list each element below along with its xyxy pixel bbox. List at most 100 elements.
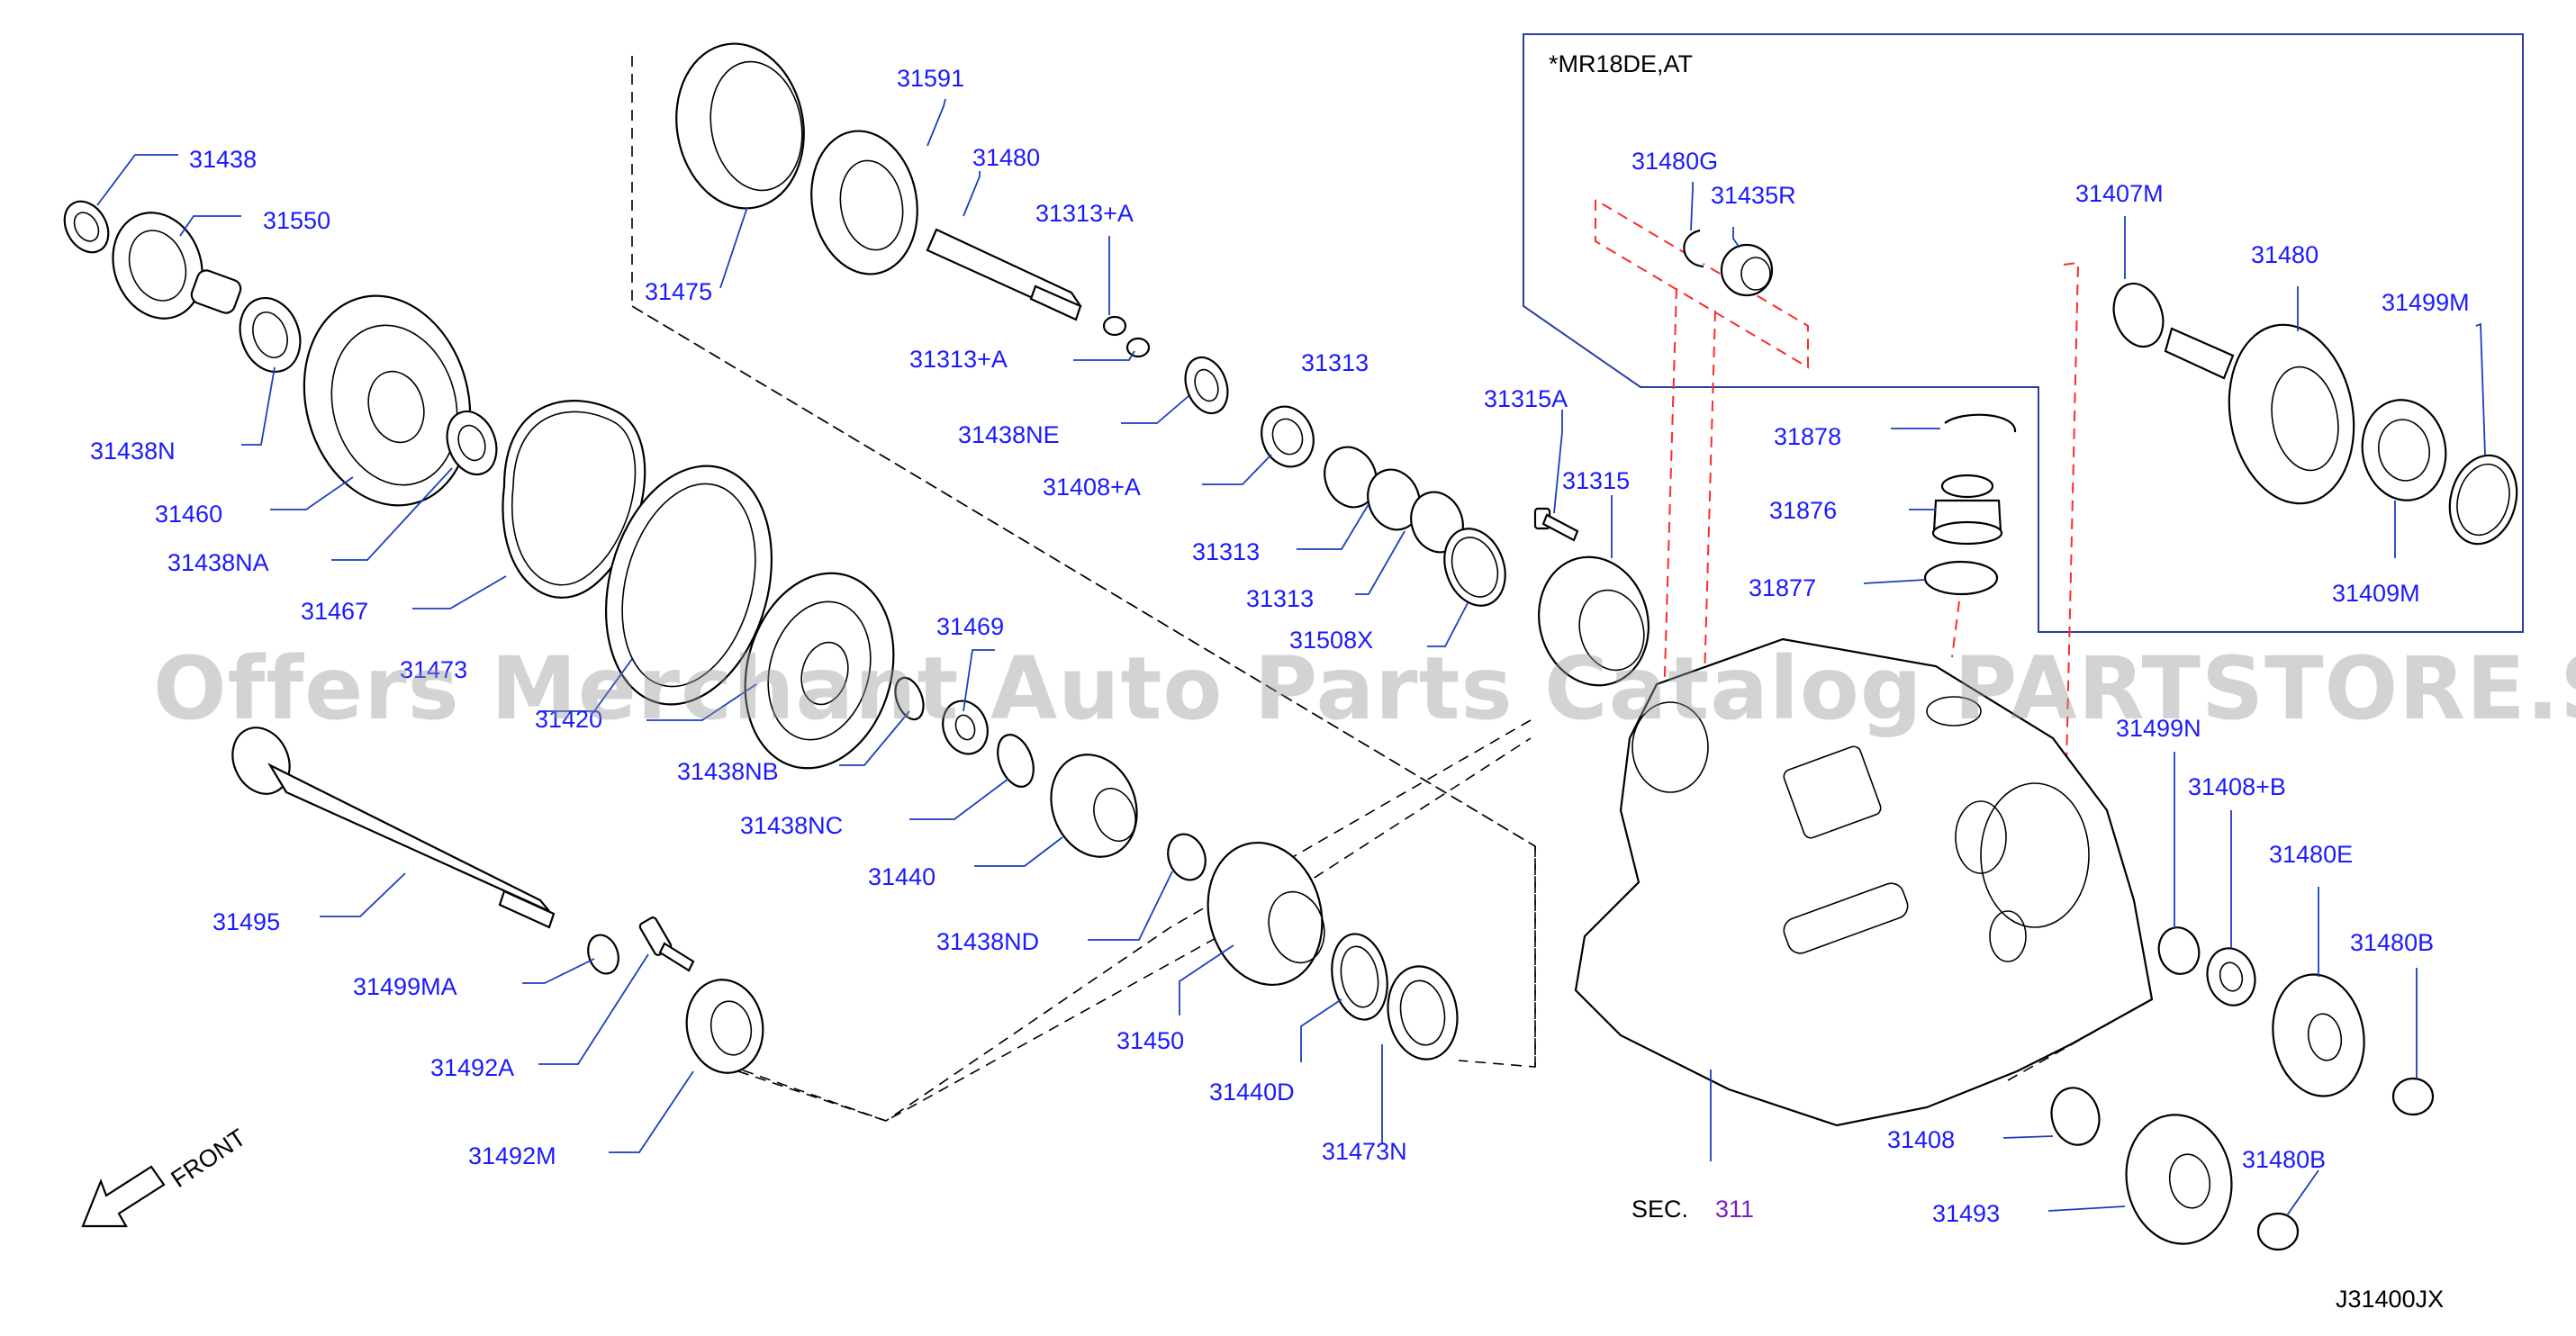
label-31438ND: 31438ND	[936, 928, 1039, 955]
part-31315-housing	[1538, 555, 1650, 687]
part-31440-gear	[1050, 754, 1138, 858]
part-31473-clutch-plate	[604, 465, 773, 706]
label-31475: 31475	[645, 278, 712, 305]
part-31315A-bolt	[1533, 507, 1579, 542]
part-31876-plug	[1931, 474, 2003, 546]
label-31492M: 31492M	[468, 1142, 556, 1169]
label-31438NA: 31438NA	[167, 549, 269, 576]
part-31440D-washer	[1331, 933, 1388, 1021]
label-31435R: 31435R	[1711, 182, 1796, 209]
label-31313A: 31313+A	[909, 346, 1008, 373]
part-31493-gear	[2125, 1114, 2233, 1245]
part-31480-gear-shaft	[2164, 323, 2355, 505]
section-number-link[interactable]: 311	[1715, 1196, 1754, 1223]
part-31475-gear	[675, 42, 805, 210]
part-31480E-gear	[2272, 973, 2365, 1097]
label-31440: 31440	[868, 863, 935, 890]
part-31438NA-bearing	[446, 410, 498, 476]
label-31407M: 31407M	[2075, 180, 2164, 207]
label-31408A: 31408+A	[1043, 474, 1141, 501]
part-31420-gear	[744, 572, 895, 770]
part-31508X-ring	[1443, 528, 1506, 607]
part-31499M-washer	[2448, 454, 2518, 546]
part-31313-shims	[1324, 446, 1464, 554]
label-31438NE: 31438NE	[958, 421, 1060, 448]
part-31438NB-washer	[894, 676, 925, 721]
part-31408-seal	[2050, 1087, 2101, 1146]
label-31480G: 31480G	[1631, 148, 1718, 175]
label-31408: 31408	[1887, 1126, 1955, 1153]
part-31408B-seal	[2206, 947, 2256, 1007]
part-31450-gear	[1207, 841, 1325, 987]
part-31877-gasket	[1923, 560, 1999, 596]
front-label: FRONT	[167, 1124, 251, 1193]
watermark: Offers Merchant Auto Parts Catalog PARTS…	[153, 638, 2576, 739]
label-31876: 31876	[1769, 497, 1837, 524]
label-31315A: 31315A	[1484, 385, 1568, 412]
label-31499N: 31499N	[2116, 715, 2201, 742]
part-31313A-rings	[1102, 315, 1151, 358]
part-31408A-seal	[1261, 405, 1315, 468]
part-31495-shaft	[231, 727, 556, 929]
part-31499N-washer	[2157, 926, 2201, 975]
part-31492A-bolt	[638, 916, 695, 972]
label-31480: 31480	[972, 144, 1040, 171]
label-31313A-top: 31313+A	[1035, 200, 1134, 227]
part-31499MA-washer	[587, 934, 619, 975]
diagram-code: J31400JX	[2336, 1286, 2444, 1313]
label-31313-a: 31313	[1301, 349, 1369, 376]
label-31438NB: 31438NB	[677, 758, 779, 785]
label-31499M: 31499M	[2382, 289, 2470, 316]
assembly-outline	[631, 56, 2153, 1122]
part-31550-gear	[112, 212, 242, 320]
label-31473: 31473	[400, 656, 467, 683]
part-31438NC-bearing	[997, 734, 1035, 788]
part-31480G-snap-ring	[1683, 229, 1704, 268]
label-31495: 31495	[212, 908, 280, 935]
label-31473N: 31473N	[1322, 1138, 1407, 1165]
part-31407M-bearing	[2112, 282, 2165, 348]
label-31550: 31550	[263, 207, 330, 234]
leader-lines	[96, 98, 2486, 1216]
label-31480E: 31480E	[2269, 841, 2353, 868]
label-31467: 31467	[301, 598, 368, 625]
label-31450: 31450	[1116, 1027, 1184, 1054]
part-labels: 31438 31550 31438N 31460 31438NA 31467 3…	[90, 65, 2470, 1227]
label-31440D: 31440D	[1209, 1079, 1295, 1106]
part-31480B-nut-2	[2256, 1212, 2300, 1251]
part-31435R-bearing	[1720, 243, 1774, 297]
label-31877: 31877	[1749, 574, 1816, 601]
label-31438N: 31438N	[90, 438, 176, 465]
label-31460: 31460	[155, 501, 222, 528]
label-31408B: 31408+B	[2188, 773, 2286, 800]
label-31493: 31493	[1932, 1200, 2000, 1227]
part-31480B-nut	[2391, 1077, 2435, 1116]
label-31492A: 31492A	[430, 1054, 514, 1081]
part-31492M-retainer	[685, 979, 764, 1074]
part-31460-drum	[303, 294, 472, 507]
part-31480-shaft	[926, 228, 1082, 321]
inset-title: *MR18DE,AT	[1549, 50, 1693, 77]
label-31878: 31878	[1774, 423, 1841, 450]
label-31313-b: 31313	[1192, 538, 1260, 565]
part-31438NE-bearing	[1184, 356, 1229, 415]
inset-guide-lines	[1595, 199, 2080, 883]
label-31438NC: 31438NC	[740, 812, 843, 839]
part-31469-pinion	[942, 700, 989, 755]
part-31467-snap-ring	[502, 400, 646, 599]
label-31508X: 31508X	[1289, 627, 1373, 654]
label-31480B-1: 31480B	[2350, 929, 2434, 956]
inset-box	[1523, 33, 2524, 633]
label-31480B-2: 31480B	[2242, 1146, 2326, 1173]
part-transmission-case	[1574, 637, 2154, 1127]
label-31409M: 31409M	[2332, 580, 2420, 607]
label-31438: 31438	[189, 146, 257, 173]
part-31591-gear	[810, 130, 918, 275]
label-31420: 31420	[535, 706, 602, 733]
label-31591: 31591	[897, 65, 964, 92]
label-31469: 31469	[936, 613, 1004, 640]
part-31473N-bearing	[1387, 965, 1459, 1061]
part-31409M-bearing	[2361, 399, 2447, 501]
front-arrow-icon: FRONT	[81, 1124, 251, 1228]
